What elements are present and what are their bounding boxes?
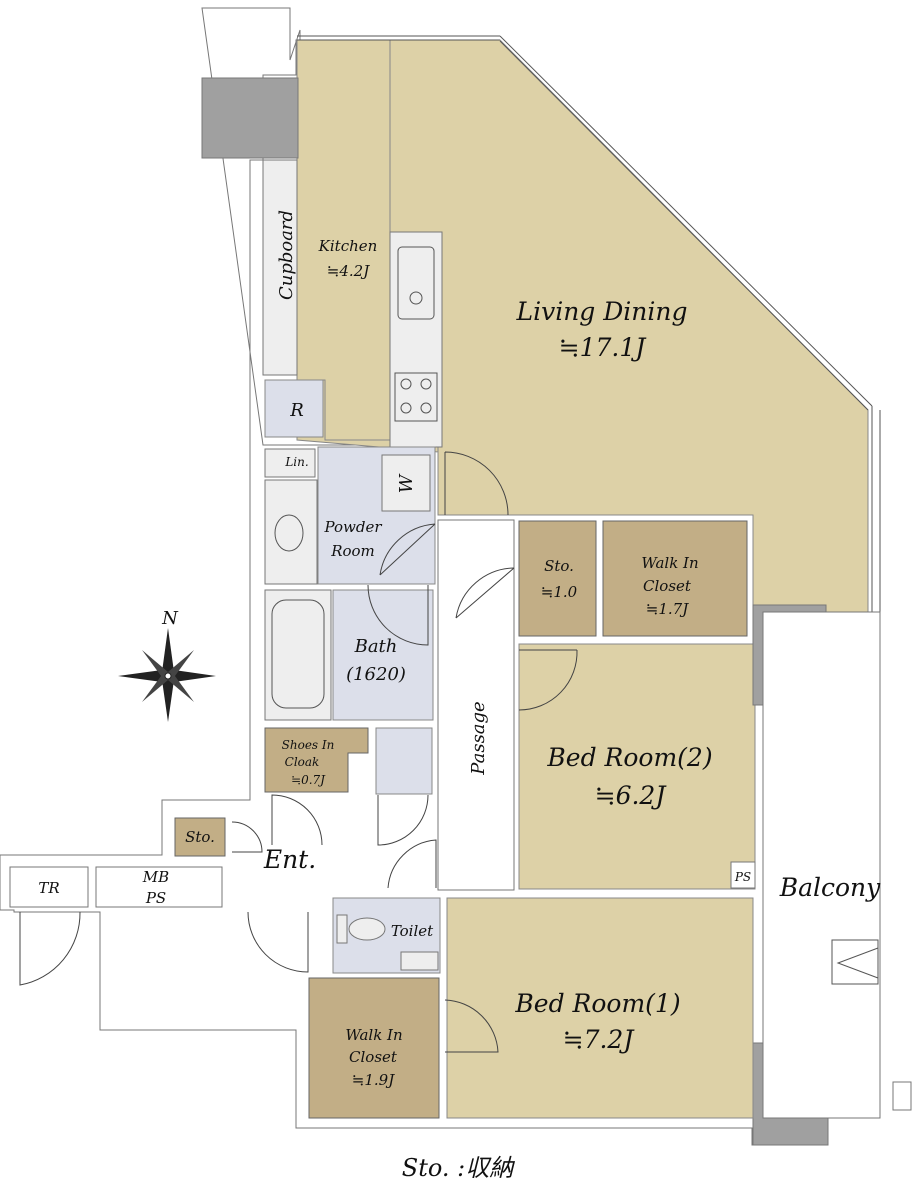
bed-room-2-floor (518, 643, 756, 890)
wic2-size: ≒1.7J (646, 600, 689, 618)
toilet-sink (400, 951, 439, 971)
door-swing-entrance (271, 794, 323, 846)
toilet-label: Toilet (391, 922, 434, 940)
kitchen-size: ≒4.2J (327, 262, 370, 280)
shoes-cloak-label-2: Cloak (285, 755, 320, 769)
basin-icon (274, 514, 304, 552)
burner-icon (420, 402, 432, 414)
storage-entrance-label: Sto. (185, 828, 215, 846)
storage-1-label: Sto. (544, 557, 574, 575)
walk-in-closet-1-floor (308, 977, 440, 1119)
trunk-room-label: TR (38, 879, 59, 897)
door-swing-toilet (387, 839, 437, 889)
cupboard-label: Cupboard (276, 210, 297, 300)
window-diagonal (499, 35, 873, 407)
door-swing-bed2 (518, 649, 578, 711)
door-swing-tr (19, 911, 81, 986)
legend-note: Sto. :収納 (401, 1154, 514, 1182)
shoes-cloak-label-1: Shoes In (282, 738, 335, 752)
pipe-space-label: PS (734, 870, 751, 884)
cupboard-area (262, 159, 298, 376)
kitchen-counter (389, 231, 443, 448)
door-swing-storage (455, 567, 515, 619)
balcony-rail-post (892, 1081, 912, 1111)
bath-label: Bath (354, 636, 398, 657)
bed-room-2-size: ≒6.2J (595, 781, 668, 810)
kitchen-sink (397, 246, 435, 320)
bed-room-1-floor (446, 897, 754, 1119)
cooktop (394, 372, 438, 422)
wic1-label-1: Walk In (345, 1026, 402, 1044)
bed-room-1-label: Bed Room(1) (514, 989, 680, 1018)
powder-room-label-2: Room (330, 542, 375, 560)
bathtub (264, 589, 332, 721)
kitchen-label: Kitchen (318, 237, 378, 255)
washer-label: W (396, 473, 417, 493)
balcony-label: Balcony (779, 873, 881, 902)
passage-label: Passage (468, 701, 489, 775)
sink-drain-icon (409, 291, 423, 305)
bed-room-1-size: ≒7.2J (563, 1025, 636, 1054)
column-top-left (201, 77, 299, 159)
balcony-floor (762, 611, 881, 1119)
door-swing-bath (367, 584, 429, 646)
storage-1-size: ≒1.0 (541, 583, 578, 601)
shoes-in-cloak-floor (264, 727, 369, 793)
passage-floor (437, 519, 515, 891)
bathtub-inner (271, 599, 325, 709)
meter-box-label-1: MB (142, 868, 169, 886)
vanity (264, 479, 318, 585)
pipe-space-box (730, 861, 756, 889)
door-swing-front (247, 911, 309, 973)
entrance-label: Ent. (263, 845, 316, 874)
window-diagonal-inner (499, 40, 869, 411)
hatch-mark (836, 947, 879, 979)
burner-icon (400, 402, 412, 414)
walk-in-closet-2-floor (602, 520, 748, 637)
meter-box-label-2: PS (145, 889, 166, 907)
compass-north-label: N (161, 608, 179, 629)
door-swing-living (444, 451, 509, 516)
washer-space (381, 454, 431, 512)
refrigerator-space (264, 379, 324, 438)
powder-room-label-1: Powder (323, 518, 382, 536)
balcony-hatch (831, 939, 879, 985)
wic2-label-1: Walk In (641, 554, 698, 572)
linen-space (264, 448, 316, 478)
wic1-size: ≒1.9J (352, 1071, 395, 1089)
shoes-cloak-size: ≒0.7J (291, 773, 326, 787)
shoe-box (375, 727, 433, 795)
door-swing-shoe (377, 794, 429, 846)
linen-label: Lin. (284, 455, 308, 469)
toilet-bowl-icon (348, 917, 386, 941)
bath-floor (332, 589, 434, 721)
toilet-tank (336, 914, 348, 944)
living-dining-label: Living Dining (515, 297, 687, 326)
bath-size: (1620) (346, 664, 406, 685)
door-swing-sto (231, 821, 263, 853)
trunk-room-box (9, 866, 89, 908)
compass-rose-icon (118, 628, 216, 722)
living-dining-size: ≒17.1J (559, 333, 648, 362)
bed-room-2-label: Bed Room(2) (546, 743, 712, 772)
meter-box (95, 866, 223, 908)
wic1-label-2: Closet (349, 1048, 398, 1066)
wic2-label-2: Closet (643, 577, 692, 595)
burner-icon (420, 378, 432, 390)
door-swing-wic1 (444, 999, 499, 1053)
storage-1-floor (518, 520, 597, 637)
storage-entrance-floor (174, 817, 226, 857)
refrigerator-label: R (289, 400, 304, 421)
door-swing-powder (379, 523, 436, 576)
burner-icon (400, 378, 412, 390)
